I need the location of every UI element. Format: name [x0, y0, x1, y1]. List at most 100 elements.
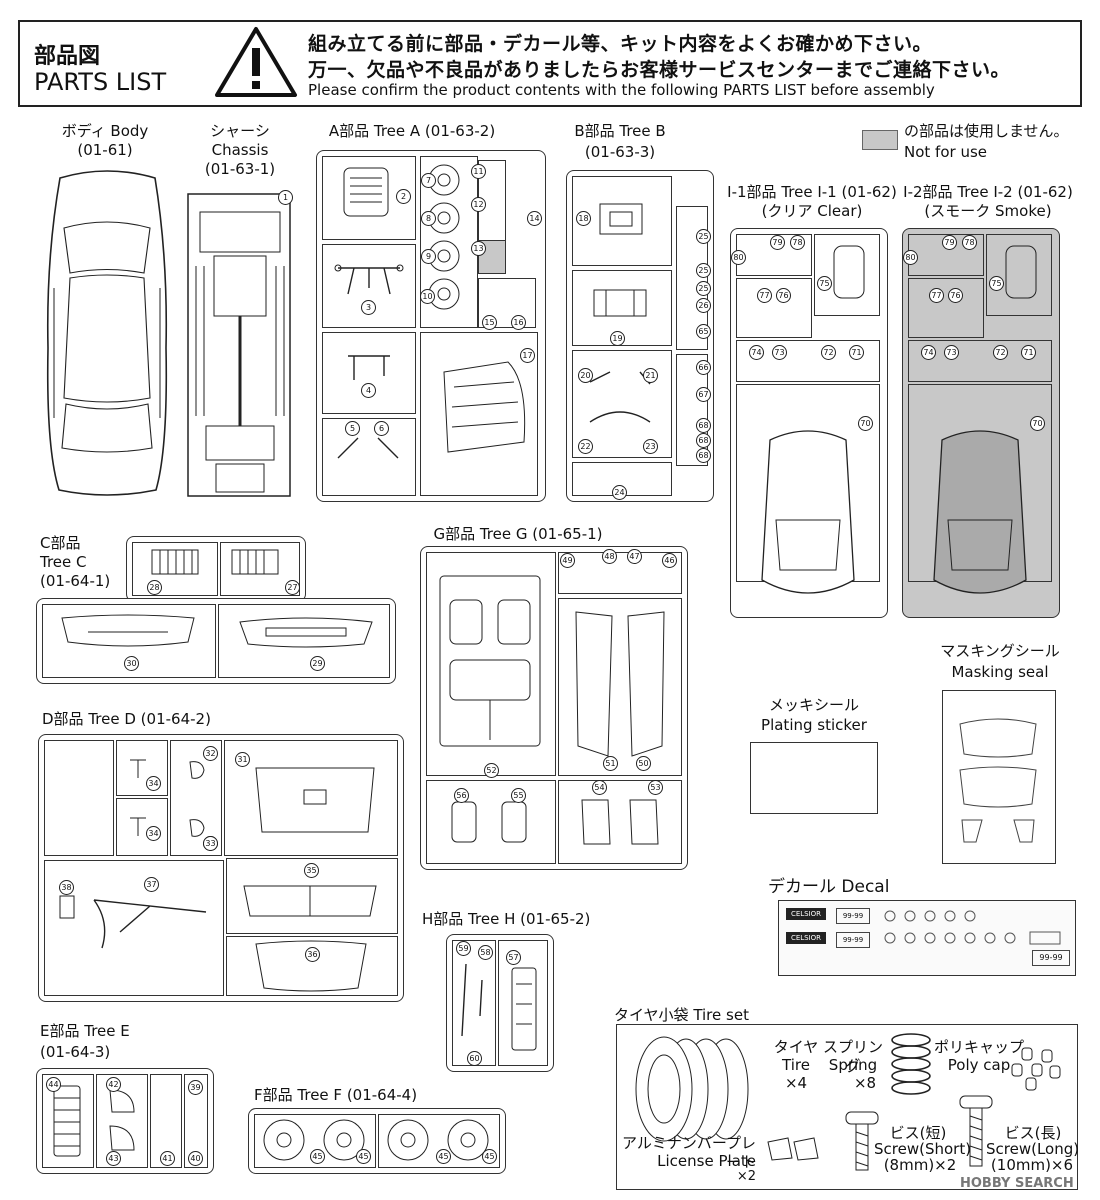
- decal-plate: 99-99: [836, 932, 870, 948]
- tree-i2-cell: [908, 278, 984, 338]
- part-number: 34: [146, 826, 161, 841]
- part-number: 68: [696, 448, 711, 463]
- tire-set-label: タイヤ小袋 Tire set: [614, 1006, 749, 1024]
- tree-d-name: D部品 Tree D: [42, 710, 136, 728]
- tree-i2-label: I-2部品 Tree I-2 (01-62): [898, 183, 1078, 202]
- spring-label-jp: スプリング: [822, 1038, 883, 1075]
- part-number: 9: [421, 249, 436, 264]
- not-for-use-swatch: [862, 130, 898, 150]
- tree-d-cell: [116, 798, 168, 856]
- screw-long-icon: [959, 1095, 993, 1167]
- warning-triangle-icon: [215, 27, 297, 97]
- part-number: 29: [310, 656, 325, 671]
- part-number: 5: [345, 421, 360, 436]
- part-number: 28: [147, 580, 162, 595]
- part-number: 71: [1021, 345, 1036, 360]
- title-jp: 部品図: [34, 44, 101, 69]
- tree-i1-sub: (クリア Clear): [761, 202, 863, 220]
- part-number: 31: [235, 752, 250, 767]
- part-number: 17: [520, 348, 535, 363]
- tree-e-cell: [96, 1074, 148, 1168]
- part-number: 30: [124, 656, 139, 671]
- part-number: 15: [482, 315, 497, 330]
- decal-plate: 99-99: [836, 908, 870, 924]
- screw-short-icon: [845, 1111, 879, 1171]
- rear-panel-part: [243, 885, 377, 917]
- part-number: 36: [305, 947, 320, 962]
- part-number: 6: [374, 421, 389, 436]
- legend-en: Not for use: [904, 143, 987, 161]
- screw-long-qty: (10mm)×6: [990, 1156, 1074, 1174]
- tire-label-en: Tire: [782, 1056, 810, 1074]
- front-seat-parts: [581, 799, 659, 845]
- decal-emblems: [884, 910, 1061, 945]
- tire-qty: ×4: [784, 1074, 808, 1092]
- tree-e-code: (01-64-3): [40, 1043, 111, 1061]
- tire-label-jp: タイヤ: [773, 1038, 819, 1056]
- part-number: 26: [696, 298, 711, 313]
- part-number: 57: [506, 950, 521, 965]
- part-number: 59: [456, 941, 471, 956]
- part-number: 74: [921, 345, 936, 360]
- decal-plate: 99-99: [1032, 950, 1070, 966]
- decal-brand-logo: CELSIOR: [786, 908, 826, 920]
- part-number: 66: [696, 360, 711, 375]
- part-number: 7: [421, 173, 436, 188]
- part-number: 45: [436, 1149, 451, 1164]
- part-number: 78: [962, 235, 977, 250]
- part-number: 46: [662, 553, 677, 568]
- screw-long-label-jp: ビス(長): [1004, 1124, 1062, 1142]
- tree-b-cell: [572, 176, 672, 266]
- part-number: 60: [467, 1051, 482, 1066]
- chassis-label-en: Chassis: [211, 141, 269, 159]
- tree-g-code: (01-65-1): [532, 525, 603, 543]
- screw-short-label-en: Screw(Short): [874, 1140, 972, 1158]
- part-number: 55: [511, 788, 526, 803]
- chassis-code: (01-63-1): [204, 160, 276, 178]
- tree-i1-cell: [814, 234, 880, 316]
- part-number: 72: [993, 345, 1008, 360]
- header-box: [18, 20, 1082, 107]
- brake-grille-part: [343, 167, 389, 217]
- tree-g-label: G部品 Tree G (01-65-1): [418, 525, 618, 544]
- part-number: 68: [696, 433, 711, 448]
- part-number: 42: [106, 1077, 121, 1092]
- part-number: 40: [188, 1151, 203, 1166]
- mirror-part: [189, 761, 205, 779]
- tree-c-code: (01-64-1): [40, 572, 111, 590]
- notice-en: Please confirm the product contents with…: [308, 81, 935, 99]
- part-number: 68: [696, 418, 711, 433]
- door-panels-part: [575, 611, 665, 757]
- part-number: 72: [821, 345, 836, 360]
- part-number: 16: [511, 315, 526, 330]
- tree-b-label: B部品 Tree B: [574, 122, 666, 140]
- wheel-parts: [263, 1119, 489, 1161]
- chassis-drawing: [187, 193, 291, 497]
- tree-g-cell: [558, 780, 682, 864]
- part-number: 10: [420, 289, 435, 304]
- grille-part: [53, 1085, 81, 1157]
- plating-sticker: [750, 742, 878, 814]
- tree-e-label: E部品 Tree E: [40, 1022, 130, 1041]
- window-glass-part: [761, 430, 855, 594]
- sunroof-glass-part: [833, 245, 865, 299]
- poly-cap-icon: [1011, 1047, 1061, 1091]
- tree-a-cell: [322, 418, 416, 496]
- sunroof-glass-part: [1005, 245, 1037, 299]
- part-number: 32: [203, 746, 218, 761]
- part-number: 8: [421, 211, 436, 226]
- part-number: 49: [560, 553, 575, 568]
- part-number: 11: [471, 164, 486, 179]
- part-number: 18: [576, 211, 591, 226]
- part-number: 71: [849, 345, 864, 360]
- part-number: 47: [627, 549, 642, 564]
- tire-icon: [635, 1036, 749, 1142]
- screw-short-qty: (8mm)×2: [883, 1156, 957, 1174]
- tree-g-cell: [558, 552, 682, 594]
- tree-a-name: A部品 Tree A: [328, 122, 421, 140]
- part-number: 70: [858, 416, 873, 431]
- hood-part: [255, 940, 367, 992]
- body-code: (01-61): [77, 141, 133, 159]
- underbody-part: [443, 361, 526, 453]
- part-number: 43: [106, 1151, 121, 1166]
